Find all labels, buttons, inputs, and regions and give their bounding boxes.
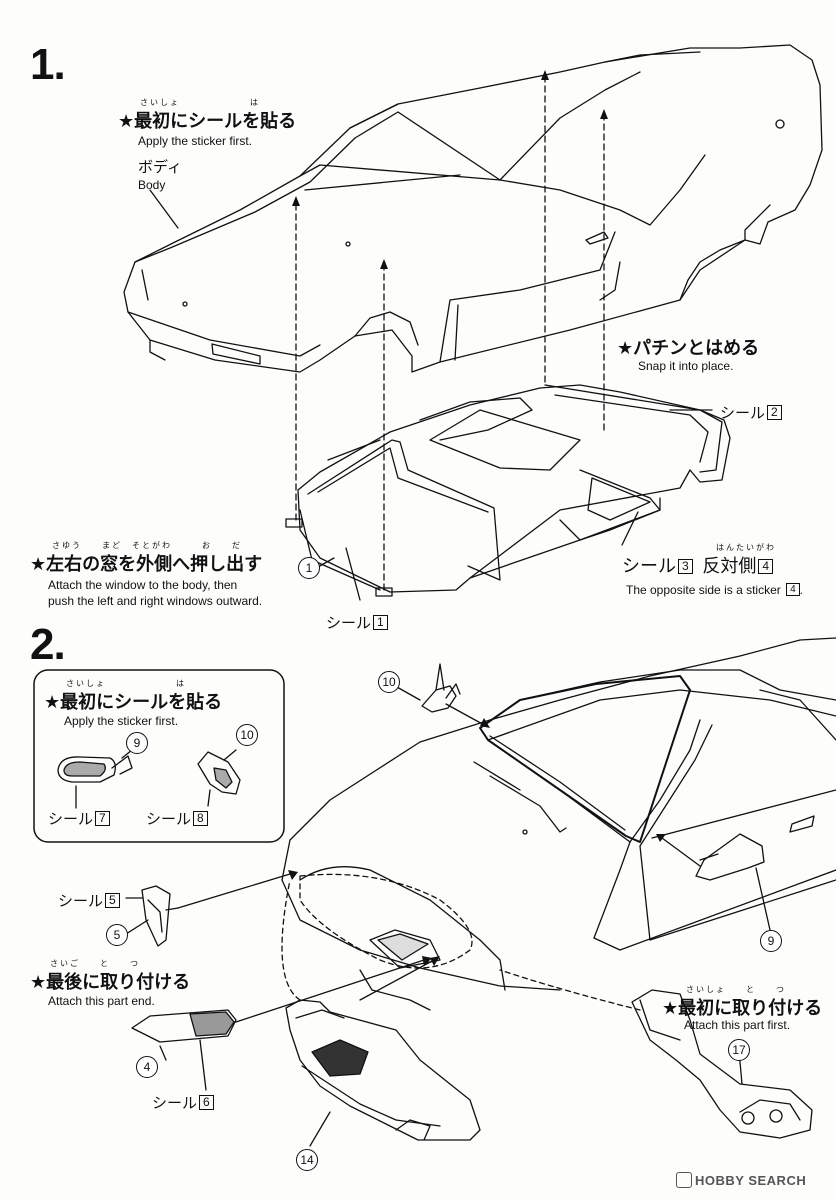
mirror-9-inset (57, 755, 133, 783)
part-10-antenna (421, 663, 461, 713)
part-4-headlight (131, 1009, 237, 1043)
part-10-marker: 10 (378, 671, 400, 693)
watermark-text: HOBBY SEARCH (695, 1173, 807, 1188)
sticker-6-text: シール (152, 1094, 198, 1112)
sticker-1-text: シール (326, 614, 372, 632)
sticker-7-number: 7 (95, 811, 110, 826)
opposite-side-jp: 反対側 (702, 556, 757, 577)
part-9-mirror (695, 833, 765, 881)
inset-heading: ★最初にシールを貼る (44, 692, 223, 713)
sticker-8-text: シール (146, 810, 192, 828)
dashed-bumper-outline (299, 873, 473, 969)
part-14-bumper (285, 999, 481, 1141)
sticker-1-number: 1 (373, 615, 388, 630)
sticker-3-text: シール (622, 556, 676, 577)
sticker-first-ruby: さいしょ は (140, 98, 260, 107)
part-9-marker: 9 (760, 930, 782, 952)
opposite-en-number: 4 (786, 583, 800, 596)
opposite-en-text: The opposite side is a sticker (626, 583, 781, 597)
sticker-5-text: シール (58, 892, 104, 910)
inset-part-9: 9 (126, 732, 148, 754)
window-en-1: Attach the window to the body, then (48, 578, 238, 592)
windshield-frame (479, 675, 691, 843)
window-ruby: さゆう まど そとがわ お だ (52, 541, 242, 550)
part-14-marker: 14 (296, 1149, 318, 1171)
part-1-marker: 1 (298, 557, 320, 579)
step-1-number: 1. (30, 40, 66, 89)
sticker-8-number: 8 (193, 811, 208, 826)
opposite-en-end: . (799, 583, 803, 597)
hobby-search-logo-icon (676, 1172, 692, 1188)
first-ruby: さいしょ と つ (686, 985, 786, 994)
inset-en: Apply the sticker first. (64, 714, 179, 728)
leaders-step1 (149, 189, 713, 601)
part-5-marker: 5 (106, 924, 128, 946)
body-label-jp: ボディ (138, 158, 182, 176)
snap-heading: ★パチンとはめる (617, 338, 760, 359)
part-17-brace (631, 989, 813, 1139)
car-body-step1 (123, 44, 823, 373)
sticker-5-number: 5 (105, 893, 120, 908)
window-en-2: push the left and right windows outward. (48, 594, 263, 608)
inset-ruby: さいしょ は (66, 679, 186, 688)
car-front-step2 (281, 637, 836, 1011)
mirror-10-inset (197, 749, 241, 795)
sticker-first-en: Apply the sticker first. (138, 134, 253, 148)
guide-arrows-step2 (125, 681, 771, 1147)
sticker-2-text: シール (720, 404, 766, 422)
sticker-inset-box (33, 669, 285, 843)
sticker-7-text: シール (48, 810, 94, 828)
snap-en: Snap it into place. (638, 359, 734, 373)
sticker-6-number: 6 (199, 1095, 214, 1110)
body-label-en: Body (138, 178, 166, 192)
sticker-first-heading: ★最初にシールを貼る (118, 111, 297, 132)
first-en: Attach this part first. (684, 1018, 791, 1032)
part-4-marker: 4 (136, 1056, 158, 1078)
sticker-2-number: 2 (767, 405, 782, 420)
opposite-ruby: はんたいがわ (716, 543, 776, 552)
opposite-en: The opposite side is a sticker 4. (626, 583, 803, 597)
window-heading: ★左右の窓を外側へ押し出す (30, 554, 263, 575)
sticker-3-number: 3 (678, 559, 693, 574)
inset-part-10: 10 (236, 724, 258, 746)
first-heading: ★最初に取り付ける (662, 998, 823, 1019)
last-heading: ★最後に取り付ける (30, 972, 191, 993)
part-5-signal (141, 885, 179, 947)
step-2-number: 2. (30, 620, 66, 669)
part-17-marker: 17 (728, 1039, 750, 1061)
watermark: HOBBY SEARCH (676, 1170, 806, 1189)
last-en: Attach this part end. (48, 994, 155, 1008)
guide-arrows-step1 (295, 79, 605, 591)
opposite-number: 4 (758, 559, 774, 574)
last-ruby: さいご と つ (50, 959, 140, 968)
